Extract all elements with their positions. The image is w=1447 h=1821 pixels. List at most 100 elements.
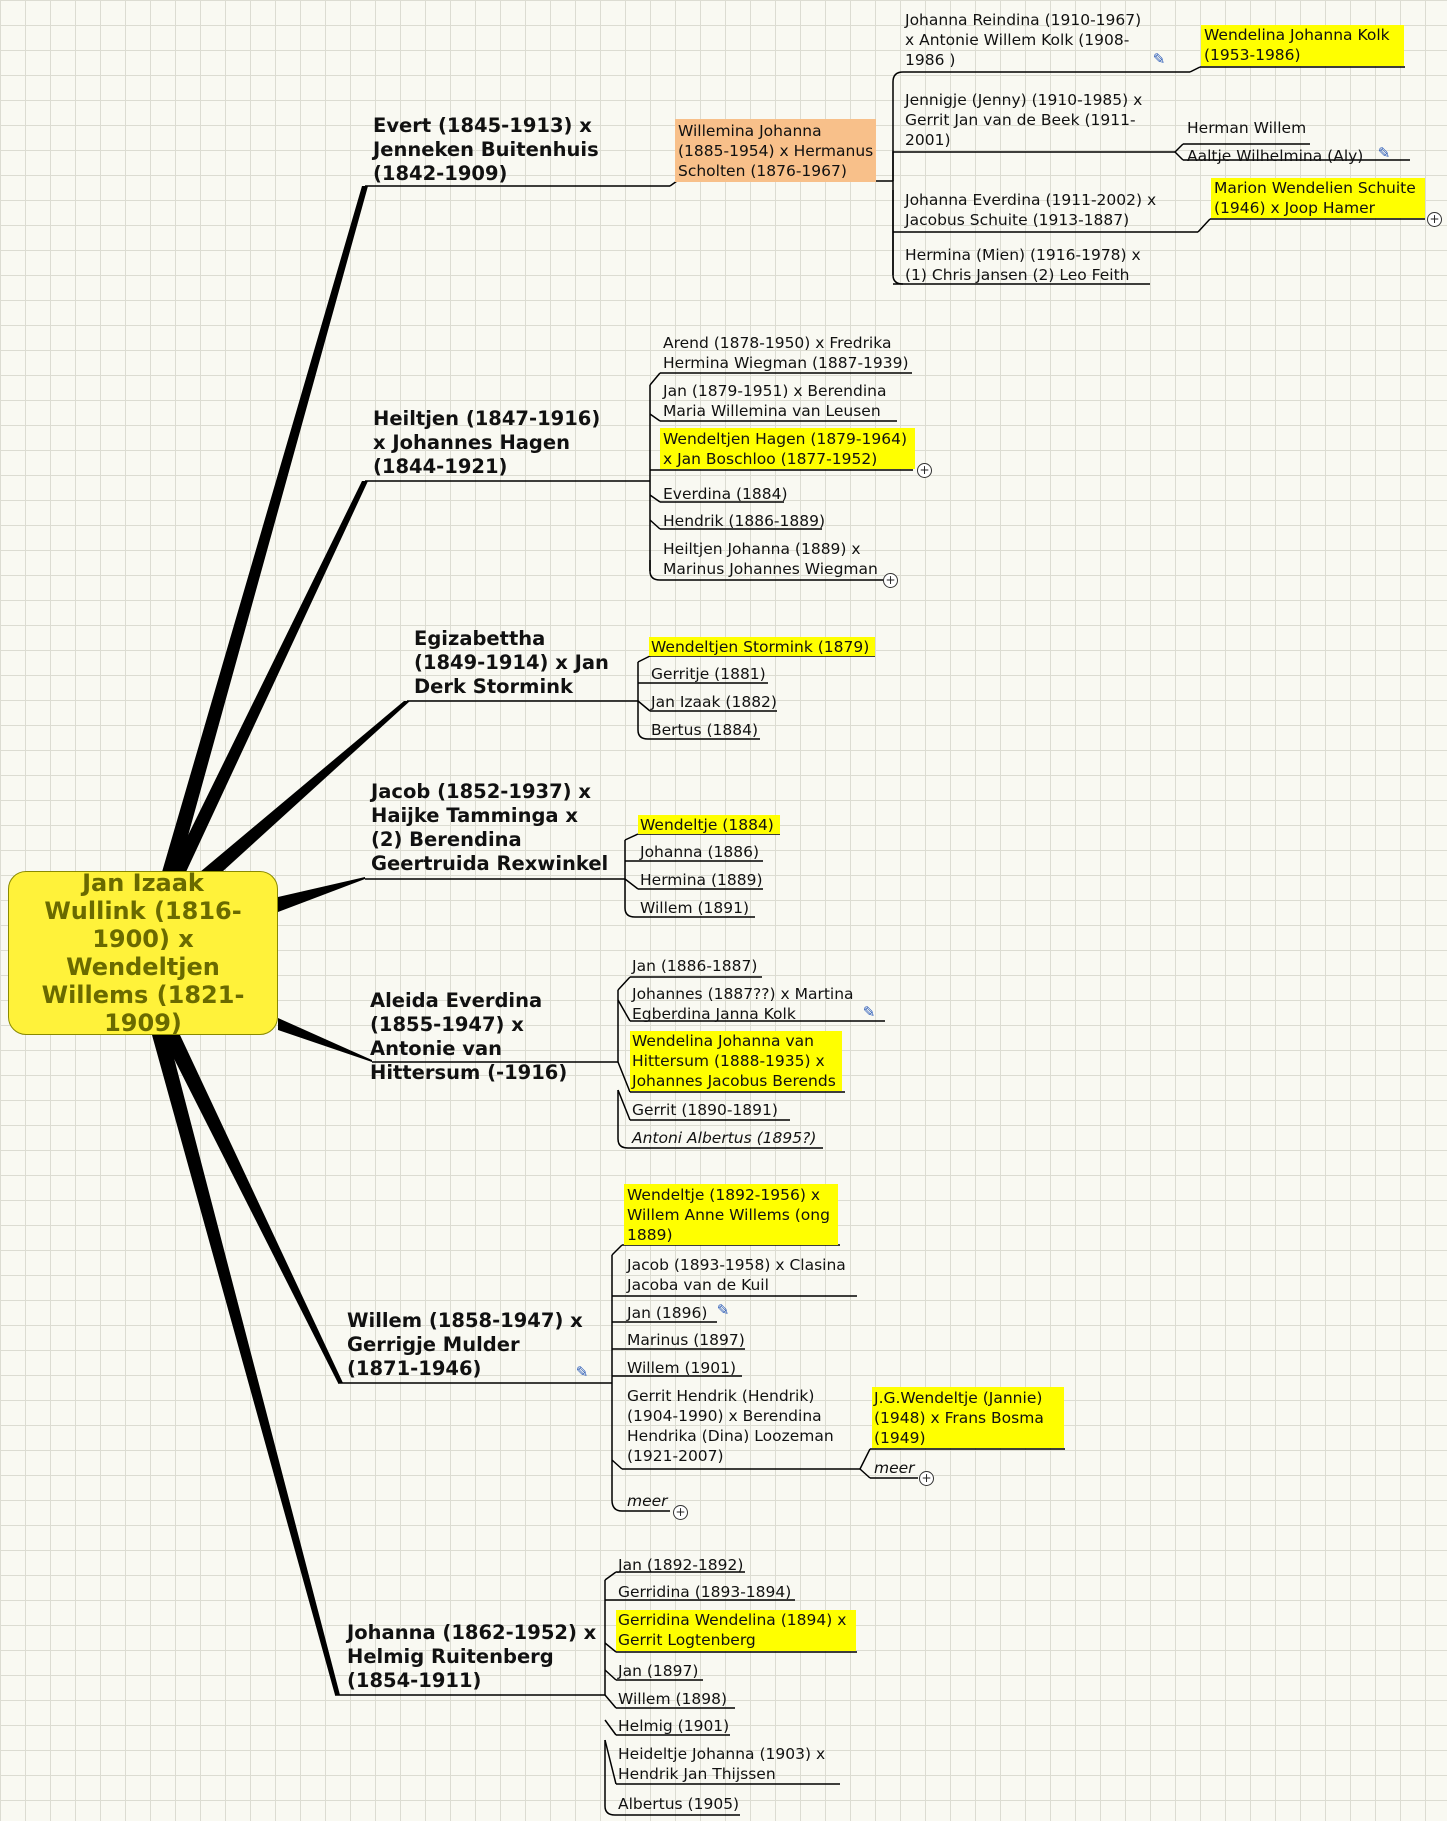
note-edit-icon[interactable]: ✎	[1152, 50, 1166, 68]
node-label: Jan (1879-1951) x Berendina Maria Willem…	[663, 382, 887, 420]
branch-johanna[interactable]: Johanna (1862-1952) x Helmig Ruitenberg …	[347, 1621, 597, 1693]
expand-plus-icon[interactable]: +	[1427, 212, 1442, 227]
node-willemina-johanna[interactable]: Willemina Johanna (1885-1954) x Hermanus…	[678, 121, 874, 181]
node-helmig-1901[interactable]: Helmig (1901)	[618, 1716, 729, 1736]
node-wendeltje-1884[interactable]: Wendeltje (1884)	[640, 815, 774, 835]
node-wendelina-van-hittersum[interactable]: Wendelina Johanna van Hittersum (1888-19…	[632, 1031, 840, 1091]
node-wendeltjen-stormink[interactable]: Wendeltjen Stormink (1879)	[651, 637, 869, 657]
node-jennigje[interactable]: Jennigje (Jenny) (1910-1985) x Gerrit Ja…	[905, 90, 1165, 150]
node-label: Hendrik (1886-1889)	[663, 512, 826, 530]
root-node[interactable]: Jan Izaak Wullink (1816-1900) x Wendeltj…	[8, 869, 278, 1037]
highlight-box	[1211, 178, 1425, 218]
node-label: Albertus (1905)	[618, 1795, 740, 1813]
node-wendelina-johanna-kolk[interactable]: Wendelina Johanna Kolk (1953-1986)	[1204, 25, 1404, 65]
node-label: Willemina Johanna (1885-1954) x Hermanus…	[678, 122, 874, 180]
node-hermina-1889[interactable]: Hermina (1889)	[640, 870, 763, 890]
node-willem-meer[interactable]: meer	[627, 1491, 668, 1511]
connector-line	[649, 413, 661, 422]
highlight-box	[660, 428, 915, 469]
node-jan-izaak[interactable]: Jan Izaak (1882)	[651, 692, 777, 712]
node-hendrik[interactable]: Hendrik (1886-1889)	[663, 511, 825, 531]
node-jg-wendeltje[interactable]: J.G.Wendeltje (Jannie) (1948) x Frans Bo…	[874, 1388, 1062, 1448]
node-label: Jan (1896)	[627, 1304, 708, 1322]
node-gerrit-meer[interactable]: meer	[874, 1458, 915, 1478]
connector-line	[859, 1468, 871, 1479]
node-gerridina-1893[interactable]: Gerridina (1893-1894)	[618, 1582, 791, 1602]
note-edit-icon[interactable]: ✎	[862, 1003, 876, 1021]
node-gerritje[interactable]: Gerritje (1881)	[651, 664, 766, 684]
node-gerridina-wendelina[interactable]: Gerridina Wendelina (1894) x Gerrit Logt…	[618, 1610, 854, 1650]
node-label: Johannes (1887??) x Martina Egberdina Ja…	[632, 985, 854, 1023]
node-albertus-1905[interactable]: Albertus (1905)	[618, 1794, 739, 1814]
node-willem-1901[interactable]: Willem (1901)	[627, 1358, 736, 1378]
branch-aleida-label: Aleida Everdina (1855-1947) x Antonie va…	[370, 989, 568, 1084]
branch-heiltjen[interactable]: Heiltjen (1847-1916) x Johannes Hagen (1…	[373, 407, 618, 479]
node-wendeltje-1892[interactable]: Wendeltje (1892-1956) x Willem Anne Will…	[627, 1185, 837, 1245]
node-johanna-1886[interactable]: Johanna (1886)	[640, 842, 759, 862]
node-willem-1898[interactable]: Willem (1898)	[618, 1689, 727, 1709]
note-edit-icon[interactable]: ✎	[575, 1363, 589, 1381]
node-label: Aaltje Wilhelmina (Aly)	[1187, 147, 1364, 165]
node-jan-1892[interactable]: Jan (1892-1892)	[618, 1555, 743, 1575]
node-johanna-everdina[interactable]: Johanna Everdina (1911-2002) x Jacobus S…	[905, 190, 1165, 230]
node-label: Jan (1897)	[618, 1662, 699, 1680]
node-jan-1897[interactable]: Jan (1897)	[618, 1661, 698, 1681]
branch-heiltjen-label: Heiltjen (1847-1916) x Johannes Hagen (1…	[373, 407, 601, 478]
node-gerrit-hendrik[interactable]: Gerrit Hendrik (Hendrik) (1904-1990) x B…	[627, 1386, 852, 1466]
node-label: Johanna (1886)	[640, 843, 759, 861]
connector-line	[604, 1740, 740, 1816]
branch-willem[interactable]: Willem (1858-1947) x Gerrigje Mulder (18…	[347, 1309, 587, 1381]
branch-jacob[interactable]: Jacob (1852-1937) x Haijke Tamminga x (2…	[371, 780, 611, 876]
node-aaltje-wilhelmina[interactable]: Aaltje Wilhelmina (Aly)	[1187, 146, 1363, 166]
node-johanna-reindina[interactable]: Johanna Reindina (1910-1967) x Antonie W…	[905, 10, 1145, 70]
node-marinus-1897[interactable]: Marinus (1897)	[627, 1330, 745, 1350]
expand-plus-icon[interactable]: +	[673, 1505, 688, 1520]
node-label: Wendeltje (1884)	[640, 816, 774, 834]
connector-line	[604, 1719, 617, 1736]
node-marion-wendelien[interactable]: Marion Wendelien Schuite (1946) x Joop H…	[1214, 178, 1424, 218]
node-jan-1886[interactable]: Jan (1886-1887)	[632, 956, 757, 976]
branch-aleida[interactable]: Aleida Everdina (1855-1947) x Antonie va…	[370, 989, 610, 1085]
trunk-willem	[162, 1035, 343, 1383]
node-label: Wendeltjen Stormink (1879)	[651, 638, 870, 656]
node-jan-1896[interactable]: Jan (1896)	[627, 1303, 707, 1323]
trunk-egizabettha	[200, 701, 410, 872]
connector-line	[617, 999, 631, 1022]
node-antoni-albertus[interactable]: Antoni Albertus (1895?)	[632, 1128, 816, 1148]
note-edit-icon[interactable]: ✎	[1377, 144, 1391, 162]
connector-line	[617, 976, 631, 991]
node-johannes-1887[interactable]: Johannes (1887??) x Martina Egberdina Ja…	[632, 984, 862, 1024]
trunk-jacob	[278, 877, 365, 912]
node-label: Wendeltje (1892-1956) x Willem Anne Will…	[627, 1186, 830, 1244]
node-jacob-1893[interactable]: Jacob (1893-1958) x Clasina Jacoba van d…	[627, 1255, 852, 1295]
trunk-aleida	[278, 1018, 372, 1062]
note-edit-icon[interactable]: ✎	[716, 1301, 730, 1319]
connector-line	[649, 519, 661, 530]
node-jan-1879[interactable]: Jan (1879-1951) x Berendina Maria Willem…	[663, 381, 903, 421]
branch-evert[interactable]: Evert (1845-1913) x Jenneken Buitenhuis …	[373, 114, 618, 186]
node-gerrit-1890[interactable]: Gerrit (1890-1891)	[632, 1100, 778, 1120]
expand-plus-icon[interactable]: +	[917, 463, 932, 478]
trunk-group	[152, 186, 410, 1695]
node-label: Gerritje (1881)	[651, 665, 766, 683]
node-willem-1891[interactable]: Willem (1891)	[640, 898, 749, 918]
node-label: meer	[627, 1492, 668, 1510]
node-label: Gerrit (1890-1891)	[632, 1101, 778, 1119]
node-bertus[interactable]: Bertus (1884)	[651, 720, 758, 740]
connector-line	[649, 494, 661, 503]
node-label: Jacob (1893-1958) x Clasina Jacoba van d…	[627, 1256, 846, 1294]
node-everdina[interactable]: Everdina (1884)	[663, 484, 788, 504]
node-heideltje-johanna[interactable]: Heideltje Johanna (1903) x Hendrik Jan T…	[618, 1744, 843, 1784]
branch-egizabettha[interactable]: Egizabettha (1849-1914) x Jan Derk Storm…	[414, 627, 614, 699]
trunk-heiltjen	[170, 481, 368, 872]
connector-line	[604, 1694, 617, 1709]
expand-plus-icon[interactable]: +	[919, 1471, 934, 1486]
node-wendeltjen-hagen[interactable]: Wendeltjen Hagen (1879-1964) x Jan Bosch…	[663, 429, 913, 469]
node-hermina-mien[interactable]: Hermina (Mien) (1916-1978) x (1) Chris J…	[905, 245, 1165, 285]
node-arend[interactable]: Arend (1878-1950) x Fredrika Hermina Wie…	[663, 333, 913, 373]
expand-plus-icon[interactable]: +	[883, 573, 898, 588]
connector-line	[624, 833, 639, 841]
node-label: Jan (1892-1892)	[618, 1556, 744, 1574]
node-heiltjen-johanna[interactable]: Heiltjen Johanna (1889) x Marinus Johann…	[663, 539, 893, 579]
node-herman-willem[interactable]: Herman Willem	[1187, 118, 1306, 138]
